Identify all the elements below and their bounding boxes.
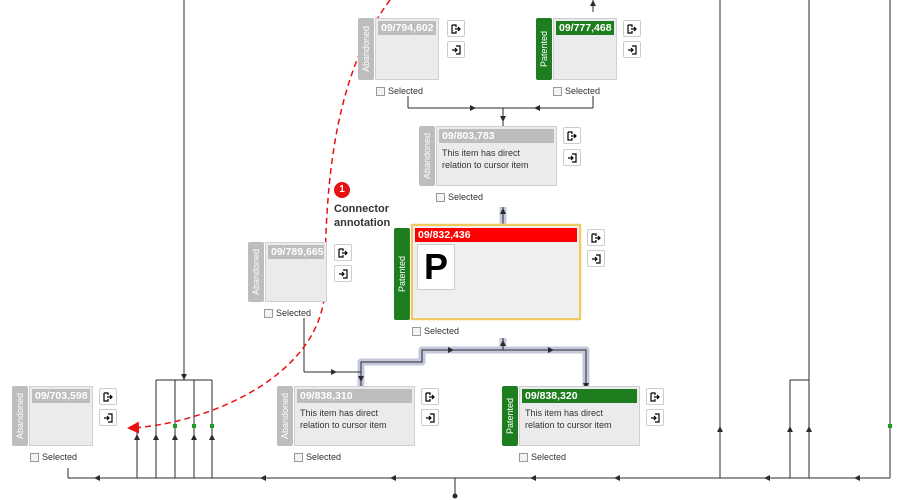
selected-checkbox[interactable]: Selected bbox=[412, 326, 459, 336]
application-number: 09/838,310 bbox=[297, 389, 412, 403]
box-arrow-out-icon bbox=[567, 131, 577, 141]
patent-node-09-789-665[interactable]: Abandoned 09/789,665 Selected bbox=[248, 242, 368, 322]
selected-checkbox[interactable]: Selected bbox=[376, 86, 423, 96]
box-arrow-out-icon bbox=[650, 392, 660, 402]
node-card[interactable]: 09/703,598 bbox=[29, 386, 93, 446]
node-card[interactable]: 09/838,320 This item has direct relation… bbox=[519, 386, 640, 446]
import-node-button[interactable] bbox=[447, 41, 465, 58]
open-node-button[interactable] bbox=[587, 229, 605, 246]
open-node-button[interactable] bbox=[563, 127, 581, 144]
open-node-button[interactable] bbox=[99, 388, 117, 405]
selected-checkbox[interactable]: Selected bbox=[294, 452, 341, 462]
box-arrow-in-icon bbox=[650, 413, 660, 423]
checkbox-icon[interactable] bbox=[436, 193, 445, 202]
box-arrow-out-icon bbox=[451, 24, 461, 34]
application-number: 09/832,436 bbox=[415, 228, 577, 242]
status-strip-abandoned: Abandoned bbox=[277, 386, 293, 446]
node-card[interactable]: 09/789,665 bbox=[265, 242, 327, 302]
import-node-button[interactable] bbox=[334, 265, 352, 282]
status-strip-abandoned: Abandoned bbox=[419, 126, 435, 186]
application-number: 09/777,468 bbox=[556, 21, 614, 35]
import-node-button[interactable] bbox=[421, 409, 439, 426]
box-arrow-in-icon bbox=[103, 413, 113, 423]
checkbox-icon[interactable] bbox=[30, 453, 39, 462]
status-strip-patented: Patented bbox=[536, 18, 552, 80]
box-arrow-out-icon bbox=[425, 392, 435, 402]
application-number: 09/838,320 bbox=[522, 389, 637, 403]
selected-checkbox[interactable]: Selected bbox=[519, 452, 566, 462]
node-card[interactable]: 09/803,783 This item has direct relation… bbox=[436, 126, 557, 186]
status-strip-abandoned: Abandoned bbox=[358, 18, 374, 80]
checkbox-icon[interactable] bbox=[412, 327, 421, 336]
box-arrow-out-icon bbox=[338, 248, 348, 258]
import-node-button[interactable] bbox=[563, 149, 581, 166]
application-number: 09/803,783 bbox=[439, 129, 554, 143]
patent-node-09-794-602[interactable]: Abandoned 09/794,602 Selected bbox=[358, 18, 478, 100]
box-arrow-out-icon bbox=[591, 233, 601, 243]
import-node-button[interactable] bbox=[623, 41, 641, 58]
status-strip-abandoned: Abandoned bbox=[248, 242, 264, 302]
application-number: 09/789,665 bbox=[268, 245, 324, 259]
relation-note: This item has direct relation to cursor … bbox=[442, 147, 552, 171]
status-letter: P bbox=[417, 244, 455, 290]
checkbox-icon[interactable] bbox=[264, 309, 273, 318]
relation-note: This item has direct relation to cursor … bbox=[300, 407, 410, 431]
annotation-label: Connector annotation bbox=[334, 202, 404, 230]
relation-note: This item has direct relation to cursor … bbox=[525, 407, 635, 431]
open-node-button[interactable] bbox=[334, 244, 352, 261]
node-card-focused[interactable]: 09/832,436 P bbox=[411, 224, 581, 320]
box-arrow-in-icon bbox=[451, 45, 461, 55]
selected-checkbox[interactable]: Selected bbox=[436, 192, 483, 202]
import-node-button[interactable] bbox=[587, 250, 605, 267]
open-node-button[interactable] bbox=[447, 20, 465, 37]
patent-node-09-838-310[interactable]: Abandoned 09/838,310 This item has direc… bbox=[277, 386, 447, 466]
cursor-node-09-832-436[interactable]: Patented 09/832,436 P Selected bbox=[394, 224, 614, 338]
checkbox-icon[interactable] bbox=[376, 87, 385, 96]
application-number: 09/794,602 bbox=[378, 21, 436, 35]
box-arrow-in-icon bbox=[567, 153, 577, 163]
patent-node-09-777-468[interactable]: Patented 09/777,468 Selected bbox=[536, 18, 656, 100]
box-arrow-in-icon bbox=[338, 269, 348, 279]
highlight-path-right bbox=[503, 350, 586, 390]
box-arrow-in-icon bbox=[627, 45, 637, 55]
status-strip-patented: Patented bbox=[394, 228, 410, 320]
node-card[interactable]: 09/838,310 This item has direct relation… bbox=[294, 386, 415, 446]
checkbox-icon[interactable] bbox=[519, 453, 528, 462]
checkbox-icon[interactable] bbox=[294, 453, 303, 462]
annotation-number-badge: 1 bbox=[334, 182, 350, 198]
selected-checkbox[interactable]: Selected bbox=[30, 452, 77, 462]
box-arrow-in-icon bbox=[591, 254, 601, 264]
box-arrow-out-icon bbox=[627, 24, 637, 34]
application-number: 09/703,598 bbox=[32, 389, 90, 403]
patent-node-09-803-783[interactable]: Abandoned 09/803,783 This item has direc… bbox=[419, 126, 589, 204]
import-node-button[interactable] bbox=[99, 409, 117, 426]
node-card[interactable]: 09/777,468 bbox=[553, 18, 617, 80]
selected-checkbox[interactable]: Selected bbox=[553, 86, 600, 96]
node-card[interactable]: 09/794,602 bbox=[375, 18, 439, 80]
import-node-button[interactable] bbox=[646, 409, 664, 426]
checkbox-icon[interactable] bbox=[553, 87, 562, 96]
patent-node-09-838-320[interactable]: Patented 09/838,320 This item has direct… bbox=[502, 386, 672, 466]
open-node-button[interactable] bbox=[623, 20, 641, 37]
status-strip-abandoned: Abandoned bbox=[12, 386, 28, 446]
box-arrow-in-icon bbox=[425, 413, 435, 423]
open-node-button[interactable] bbox=[646, 388, 664, 405]
box-arrow-out-icon bbox=[103, 392, 113, 402]
patent-node-09-703-598[interactable]: Abandoned 09/703,598 Selected bbox=[12, 386, 132, 466]
open-node-button[interactable] bbox=[421, 388, 439, 405]
selected-checkbox[interactable]: Selected bbox=[264, 308, 311, 318]
status-strip-patented: Patented bbox=[502, 386, 518, 446]
